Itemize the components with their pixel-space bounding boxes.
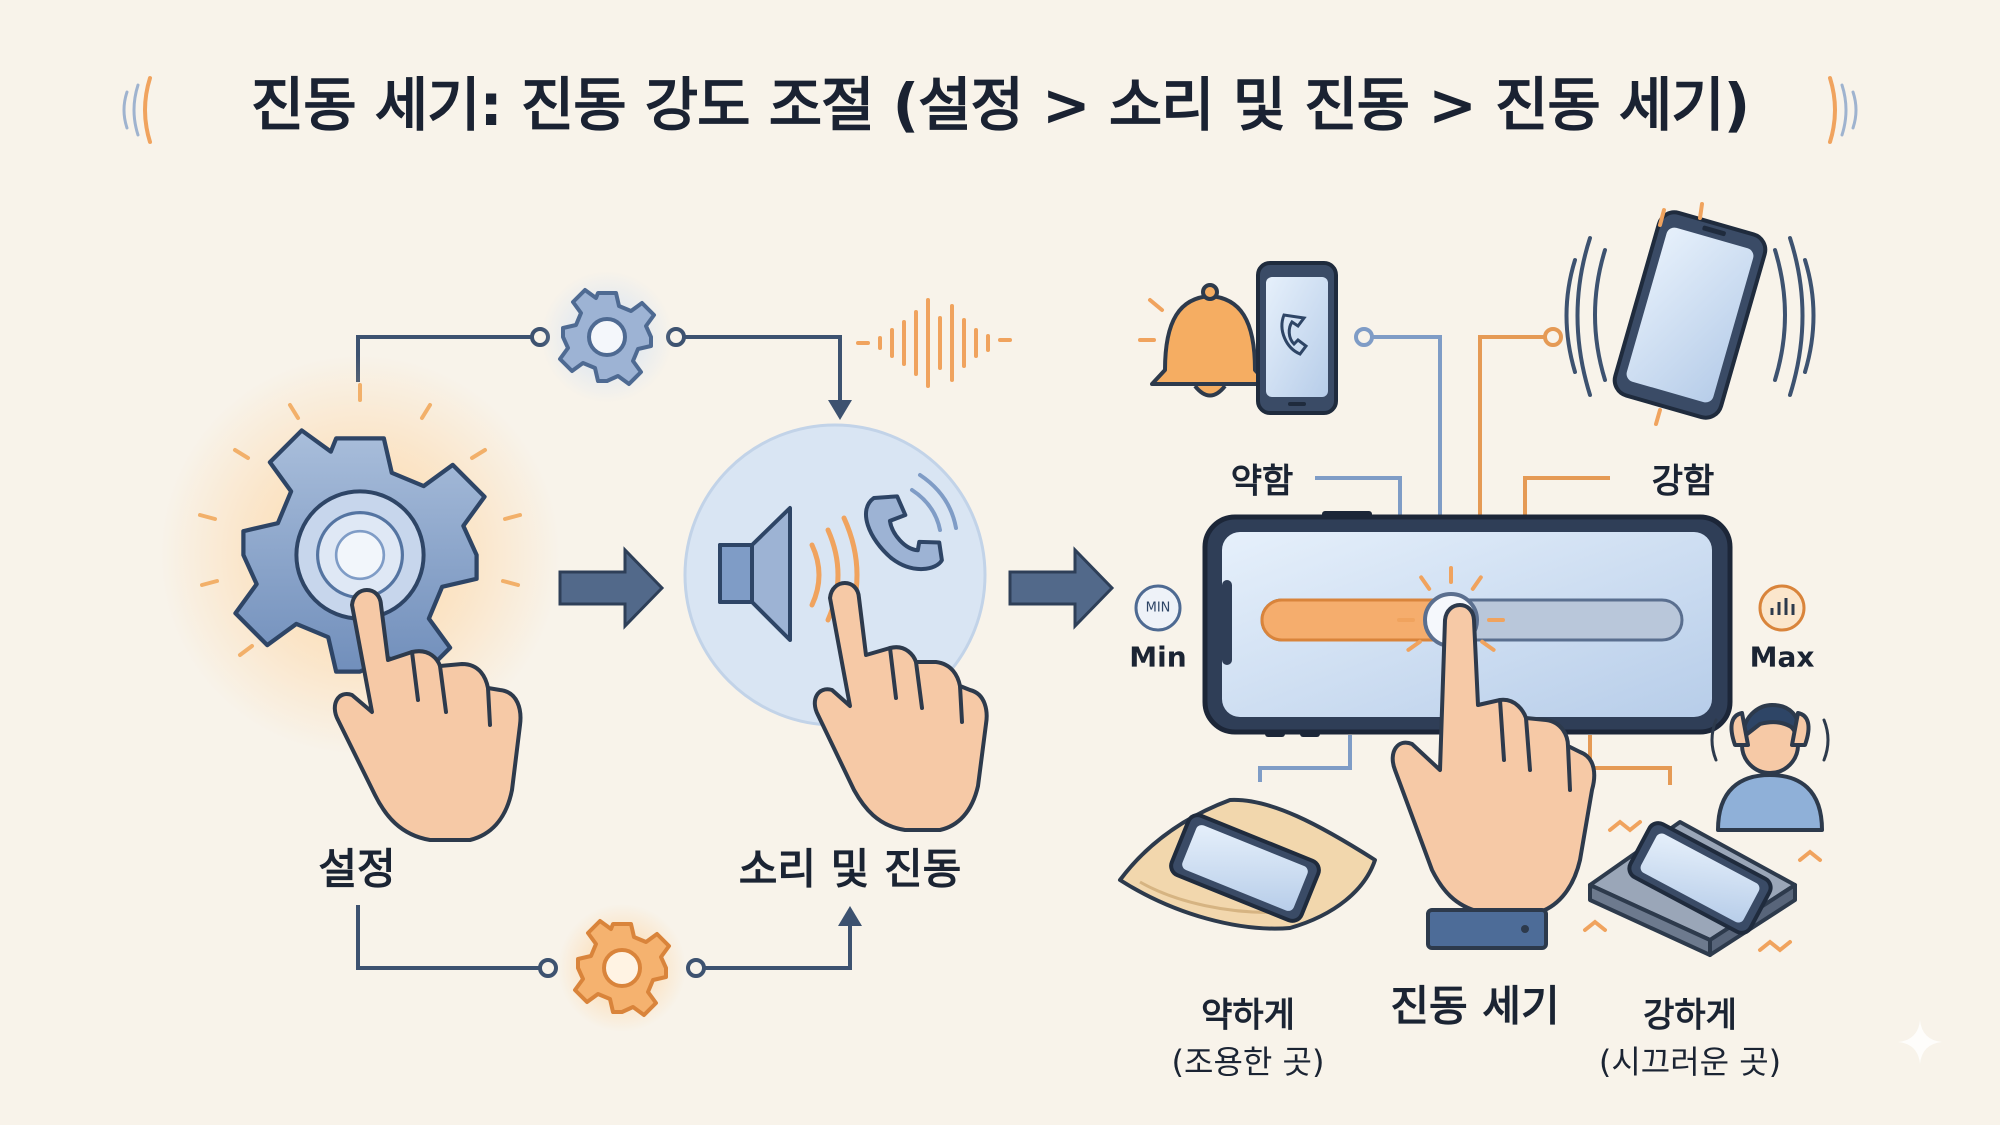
smartphone-icon <box>1256 261 1338 415</box>
min-label: Min <box>1129 640 1187 674</box>
min-icon-text: MIN <box>1145 600 1171 616</box>
step-vibration-intensity-label: 진동 세기 <box>1390 981 1560 1031</box>
max-icon <box>1758 584 1806 632</box>
pointing-hand-icon <box>1390 603 1597 914</box>
person-covering-ears-icon <box>1716 703 1824 832</box>
slider-thumb-ray <box>1406 639 1422 652</box>
step-sound-vibration-label: 소리 및 진동 <box>738 844 962 894</box>
title-wave-left-icon <box>122 76 152 144</box>
smartphone-icon <box>1627 821 1773 935</box>
smartphone-icon <box>1169 813 1321 923</box>
weak-example-subtitle: (조용한 곳) <box>1171 1043 1325 1081</box>
speaker-icon <box>718 506 792 642</box>
page-title: 진동 세기: 진동 강도 조절 (설정 > 소리 및 진동 > 진동 세기) <box>250 71 1750 139</box>
slider-thumb-ray <box>1419 575 1432 591</box>
step-settings-label: 설정 <box>318 844 396 894</box>
sleeve <box>1426 908 1548 950</box>
max-label: Max <box>1749 640 1815 674</box>
table-vibration-marks <box>1583 819 1822 953</box>
bottom-connector <box>356 905 862 978</box>
pointing-hand-icon <box>812 581 989 832</box>
orange-gear-icon <box>573 919 671 1017</box>
title-wave-right-icon <box>1828 76 1858 144</box>
slider-connectors <box>1258 327 1672 785</box>
strong-label: 강함 <box>1651 461 1715 502</box>
vibration-waves-left <box>1564 236 1607 397</box>
handset-waves <box>910 473 958 532</box>
slider-thumb-ray <box>1470 575 1483 591</box>
step-arrow-1 <box>558 546 665 630</box>
min-icon <box>1134 584 1182 632</box>
sparkle-icon <box>1898 1020 1942 1064</box>
glow-rays <box>198 383 522 657</box>
bell-icon <box>1150 283 1270 398</box>
slider-thumb-rays <box>1397 566 1505 652</box>
strong-example-subtitle: (시끄러운 곳) <box>1598 1043 1782 1081</box>
phone-handset-icon <box>864 494 944 572</box>
pointing-hand-icon <box>332 588 523 842</box>
step-arrow-2 <box>1008 546 1115 630</box>
strong-example-title: 강하게 <box>1643 995 1737 1036</box>
vibrating-phone-icon <box>1612 210 1768 420</box>
vibration-waves-right <box>1773 236 1816 397</box>
slider-thumb-ray <box>1480 639 1496 652</box>
settings-gear-icon <box>233 428 487 682</box>
gear-icon <box>558 288 656 386</box>
weak-example-title: 약하게 <box>1201 995 1295 1036</box>
sound-wave-icon <box>856 298 1012 388</box>
weak-label: 약함 <box>1230 461 1294 502</box>
